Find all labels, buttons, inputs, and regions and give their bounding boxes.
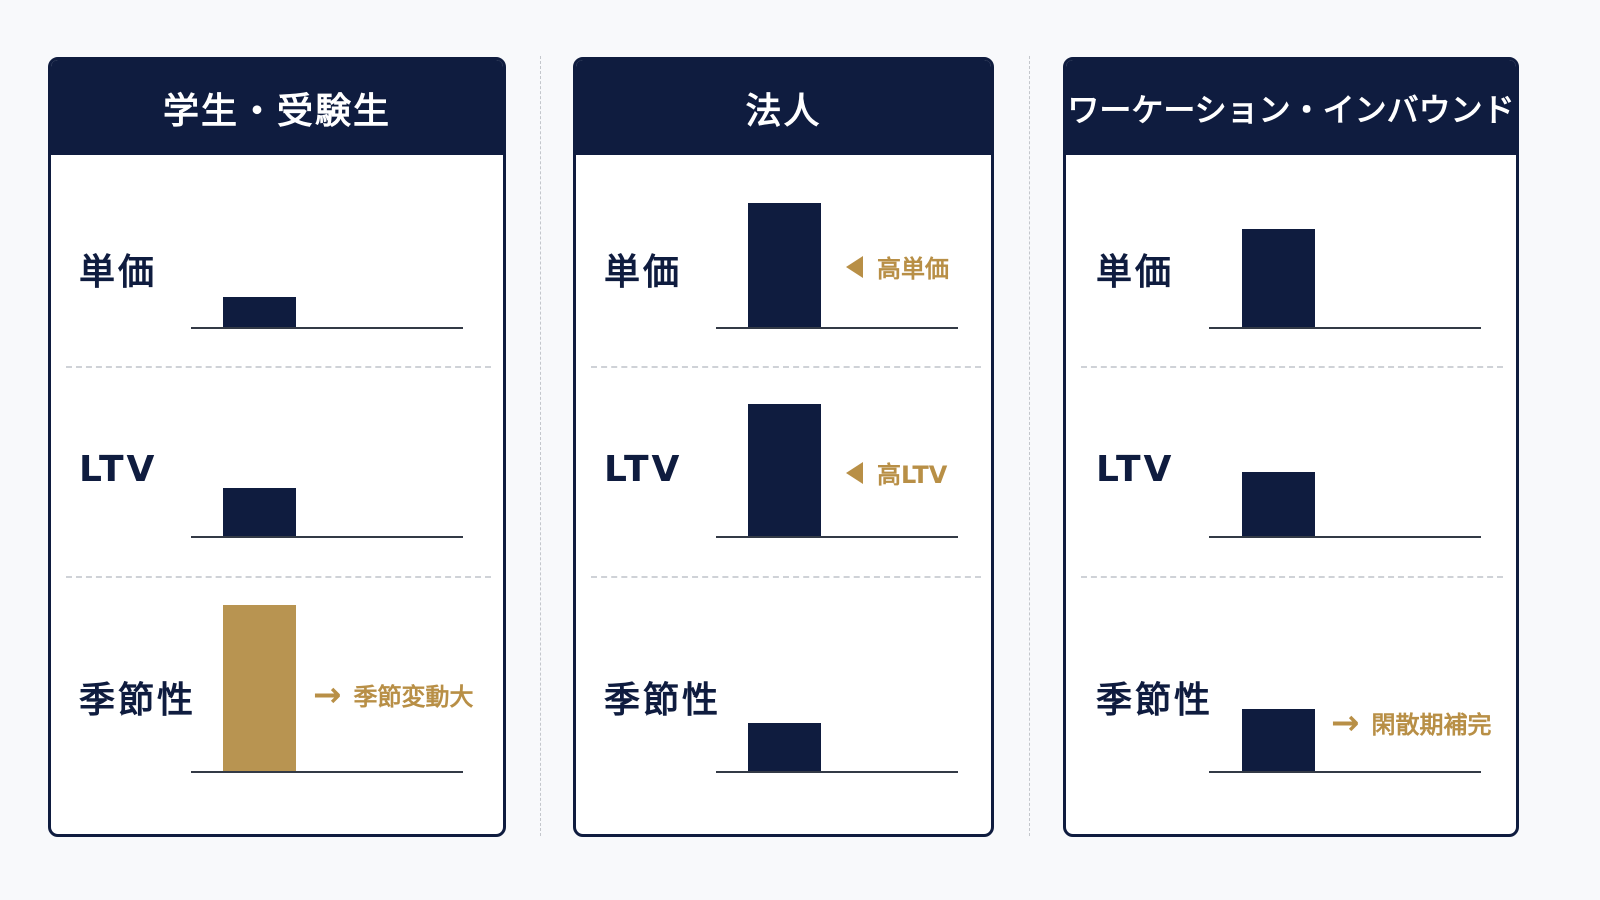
bar-seasonality (1242, 709, 1315, 771)
triangle-left-icon (846, 461, 863, 484)
chart-baseline (716, 327, 958, 329)
metric-label: 季節性 (604, 680, 722, 721)
bar-annotation: 高LTV (846, 455, 947, 490)
bar-ltv (748, 404, 821, 536)
column-separator (1029, 56, 1030, 836)
metric-label: LTV (79, 449, 158, 490)
chart-baseline (191, 536, 463, 538)
bar-seasonality (223, 605, 296, 771)
metric-label: 季節性 (79, 680, 197, 721)
row-divider (1081, 366, 1503, 368)
segment-card-corporate: 法人 単価 高単価 LTV 高LTV 季節性 (573, 57, 994, 837)
bar-unit-price (748, 203, 821, 327)
bar-annotation: → 閑散期補完 (1331, 705, 1492, 740)
metric-label: LTV (604, 449, 683, 490)
bar-ltv (1242, 472, 1315, 536)
annotation-text: 季節変動大 (353, 683, 474, 711)
bar-unit-price (1242, 229, 1315, 327)
row-divider (66, 366, 491, 368)
metric-label: 単価 (79, 252, 158, 293)
chart-baseline (716, 536, 958, 538)
metric-label: 単価 (1096, 252, 1175, 293)
card-title: 法人 (576, 60, 991, 155)
metric-label: 季節性 (1096, 680, 1214, 721)
segment-card-students: 学生・受験生 単価 LTV 季節性 → 季節変動大 (48, 57, 506, 837)
metric-chart: 単価 高単価 LTV 高LTV 季節性 (576, 155, 991, 834)
bar-seasonality (748, 723, 821, 771)
metric-label: 単価 (604, 252, 683, 293)
bar-annotation: 高単価 (846, 249, 949, 284)
chart-baseline (1209, 771, 1481, 773)
card-title: ワーケーション・インバウンド (1066, 60, 1516, 155)
bar-ltv (223, 488, 296, 536)
metric-chart: 単価 LTV 季節性 → 季節変動大 (51, 155, 503, 834)
chart-baseline (1209, 536, 1481, 538)
chart-baseline (716, 771, 958, 773)
chart-baseline (191, 771, 463, 773)
annotation-text: 高単価 (877, 255, 949, 283)
row-divider (1081, 576, 1503, 578)
annotation-text: 閑散期補完 (1371, 711, 1492, 739)
arrow-right-icon: → (313, 674, 342, 715)
bar-unit-price (223, 297, 296, 327)
metric-label: LTV (1096, 449, 1175, 490)
row-divider (66, 576, 491, 578)
row-divider (591, 366, 981, 368)
arrow-right-icon: → (1331, 702, 1360, 743)
triangle-left-icon (846, 255, 863, 278)
bar-annotation: → 季節変動大 (313, 677, 474, 712)
metric-chart: 単価 LTV 季節性 → 閑散期補完 (1066, 155, 1516, 834)
card-title: 学生・受験生 (51, 60, 503, 155)
row-divider (591, 576, 981, 578)
column-separator (540, 56, 541, 836)
segment-card-workation-inbound: ワーケーション・インバウンド 単価 LTV 季節性 → 閑散期補完 (1063, 57, 1519, 837)
chart-baseline (1209, 327, 1481, 329)
chart-baseline (191, 327, 463, 329)
annotation-text: 高LTV (877, 461, 948, 489)
